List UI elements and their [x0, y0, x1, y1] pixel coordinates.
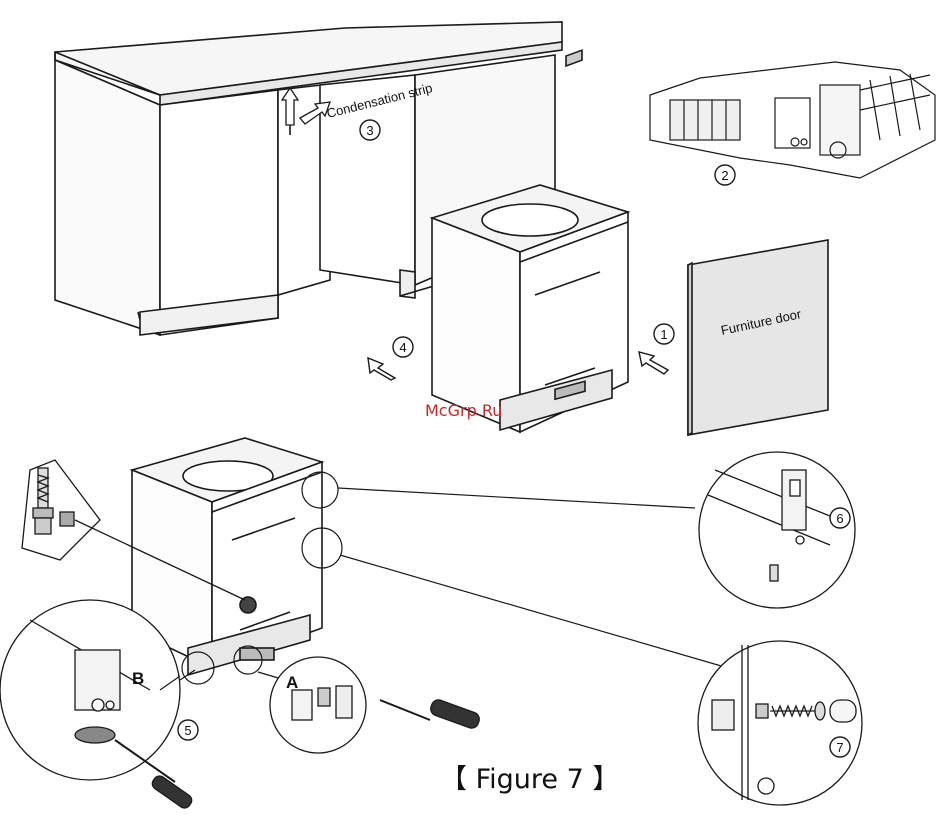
watermark: McGrp.Ru	[425, 401, 502, 420]
detail-6-bracket-closeup	[698, 451, 856, 609]
step-3-marker: 3	[359, 119, 381, 141]
svg-text:5: 5	[184, 723, 191, 738]
step-6-marker: 6	[829, 507, 851, 529]
svg-text:1: 1	[660, 327, 667, 342]
condensation-strip-arrows	[280, 86, 331, 126]
svg-text:3: 3	[366, 123, 373, 138]
screwdriver-left	[114, 739, 193, 809]
step-7-marker: 7	[829, 736, 851, 758]
screwdriver-right	[379, 699, 480, 729]
step-1-marker: 1	[653, 323, 675, 345]
detail-B-leader	[159, 651, 215, 691]
kitchen-cabinet	[54, 21, 563, 337]
detail-7-screw-closeup	[697, 640, 863, 806]
svg-text:7: 7	[836, 740, 843, 755]
step-5-marker: 5	[177, 719, 199, 741]
marker-A: A	[286, 673, 298, 692]
arrow-step-1	[638, 351, 670, 375]
svg-text:6: 6	[836, 511, 843, 526]
marker-B: B	[132, 669, 144, 688]
arrow-step-4	[367, 356, 397, 381]
dishwasher-bottom	[129, 437, 325, 677]
step-4-marker: 4	[392, 336, 414, 358]
furniture-door	[687, 239, 829, 437]
leveling-foot-closeup	[21, 459, 246, 601]
detail-2-hinge-closeup	[649, 61, 936, 179]
dishwasher-top	[429, 49, 631, 434]
detail-7-leader	[301, 527, 736, 671]
svg-text:4: 4	[399, 340, 406, 355]
svg-text:2: 2	[721, 168, 728, 183]
detail-B-closeup	[0, 599, 196, 781]
figure-caption: 【 Figure 7 】	[440, 764, 619, 795]
step-2-marker: 2	[714, 164, 736, 186]
detail-6-leader	[301, 471, 696, 509]
detail-A-closeup	[269, 656, 367, 754]
